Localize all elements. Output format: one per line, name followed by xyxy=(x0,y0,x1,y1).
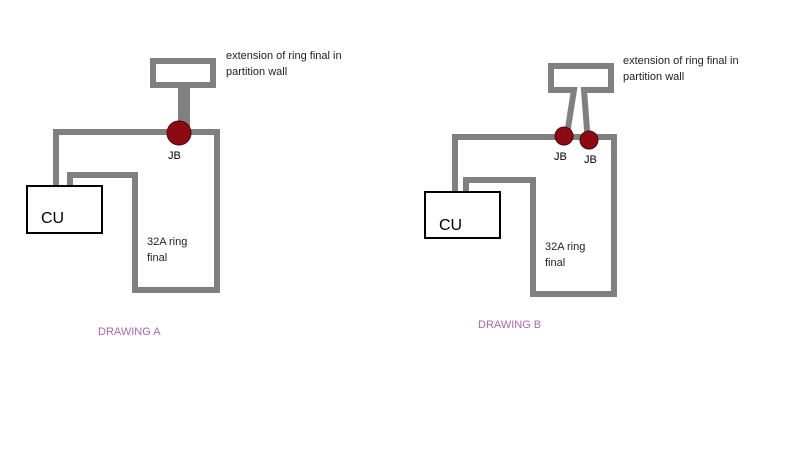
ring-label-a-line1: 32A ring xyxy=(147,236,187,248)
cu-label-a: CU xyxy=(41,210,64,227)
junction-box-b2 xyxy=(579,130,599,150)
consumer-unit-a xyxy=(26,185,103,234)
jb-label-b2: JB xyxy=(584,154,597,166)
ring-final-wire-b xyxy=(452,134,617,297)
extension-wire-b xyxy=(548,63,614,134)
extension-label-a-line2: partition wall xyxy=(226,66,287,78)
junction-box-a xyxy=(166,120,192,146)
extension-label-b-line1: extension of ring final in xyxy=(623,55,739,67)
extension-wire-a xyxy=(150,58,216,130)
extension-label-a-line1: extension of ring final in xyxy=(226,50,342,62)
jb-label-a: JB xyxy=(168,150,181,162)
caption-b: DRAWING B xyxy=(478,319,541,331)
consumer-unit-b xyxy=(424,191,501,239)
ring-final-wire-a xyxy=(53,129,220,293)
extension-label-b-line2: partition wall xyxy=(623,71,684,83)
jb-label-b1: JB xyxy=(554,151,567,163)
ring-label-a-line2: final xyxy=(147,252,167,264)
junction-box-b1 xyxy=(554,126,574,146)
drawing-b: CU JB JB 32A ring final extension of rin… xyxy=(424,55,739,331)
ring-label-b-line2: final xyxy=(545,257,565,269)
drawing-a: CU JB 32A ring final extension of ring f… xyxy=(26,50,342,338)
ring-label-b-line1: 32A ring xyxy=(545,241,585,253)
cu-label-b: CU xyxy=(439,217,462,234)
caption-a: DRAWING A xyxy=(98,326,161,338)
